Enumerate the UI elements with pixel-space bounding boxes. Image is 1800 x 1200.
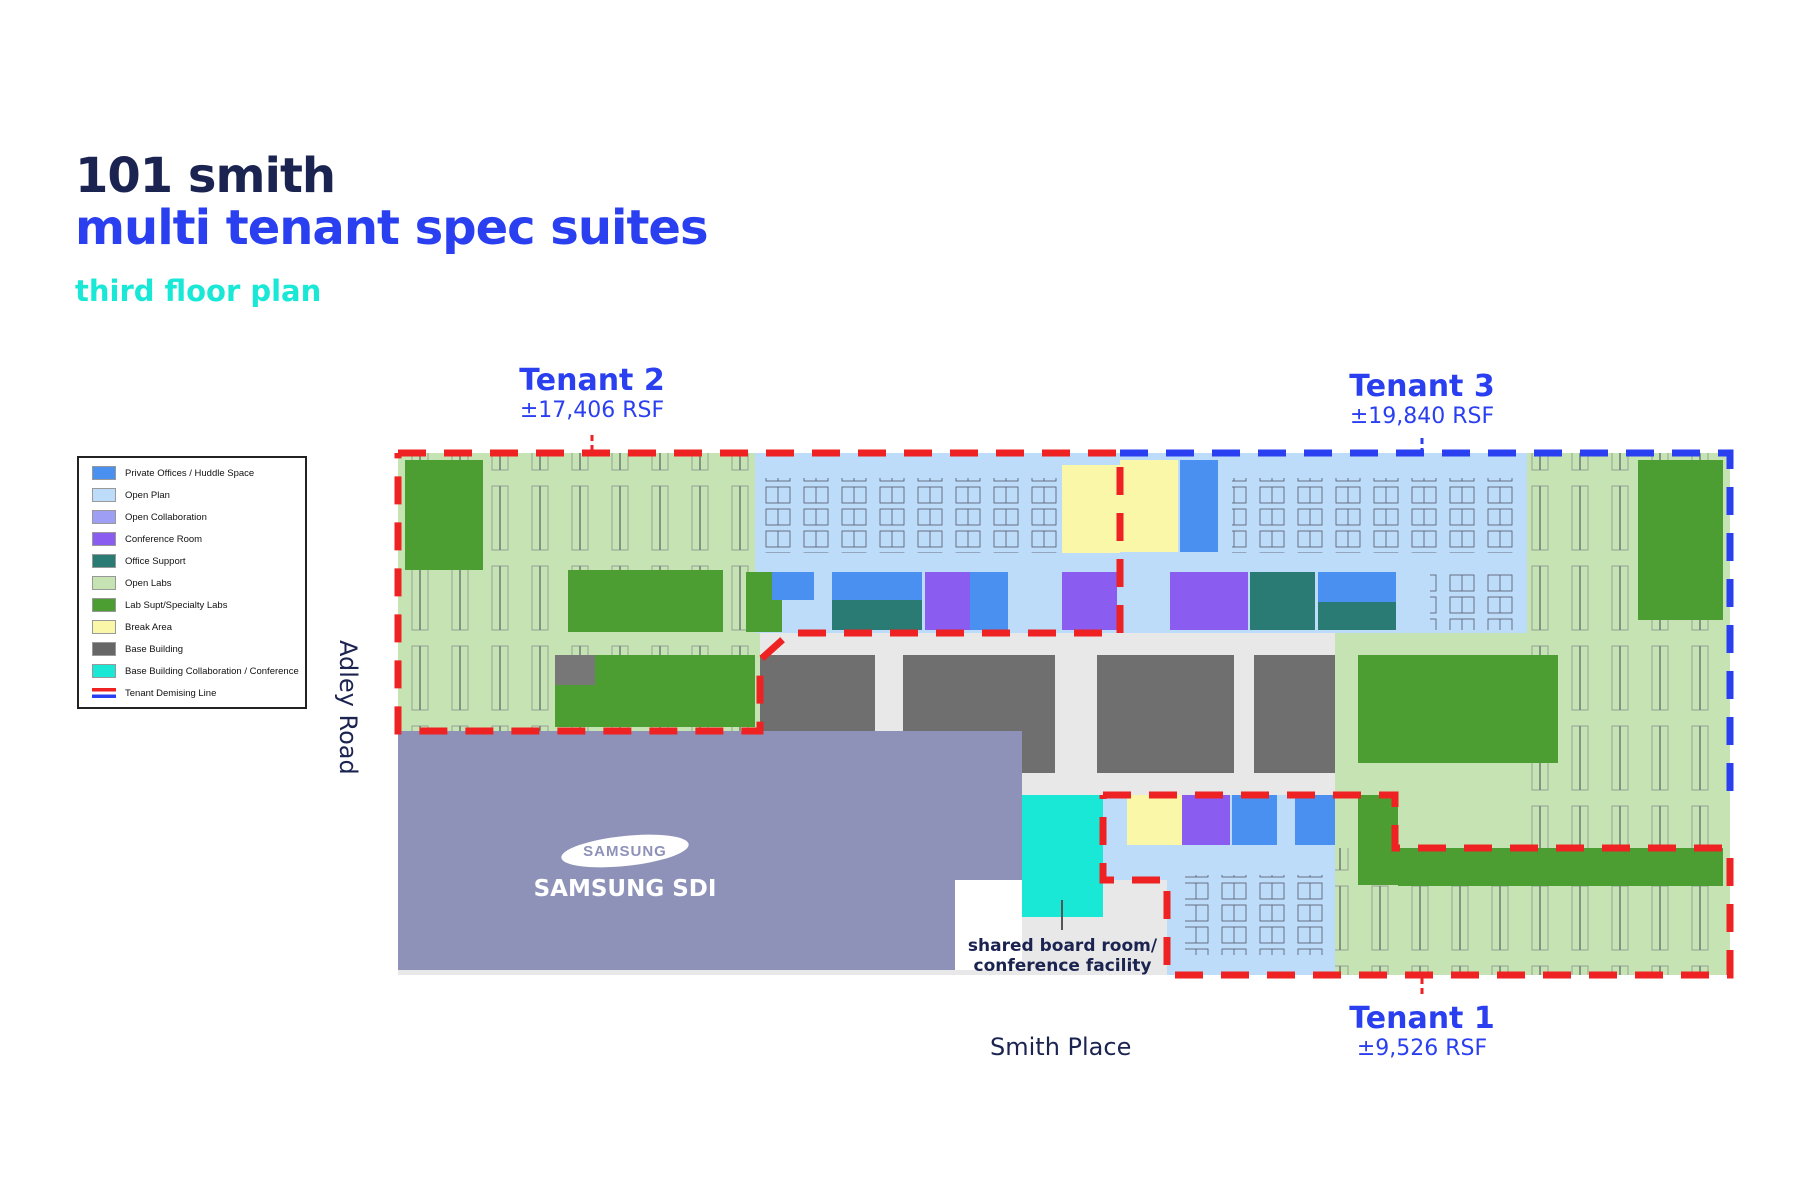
tenant1-specialty-lab	[1398, 848, 1723, 886]
shared-label-line2: conference facility	[973, 956, 1152, 976]
tenant-area: ±17,406 RSF	[519, 398, 665, 423]
suite-title: multi tenant spec suites	[75, 200, 709, 256]
legend-label: Office Support	[125, 555, 186, 567]
building-title: 101 smith	[75, 148, 336, 204]
shared-label-line1: shared board room/	[967, 936, 1158, 956]
swatch-base-building	[92, 642, 116, 656]
huddle-room	[1232, 795, 1277, 845]
legend-label: Tenant Demising Line	[125, 687, 217, 699]
tenant2-label: Tenant 2 ±17,406 RSF	[472, 364, 712, 424]
swatch-open-plan	[92, 488, 116, 502]
legend-label: Private Offices / Huddle Space	[125, 467, 255, 479]
huddle-room	[1180, 460, 1218, 552]
legend-item: Open Labs	[92, 572, 305, 594]
legend-label: Conference Room	[125, 533, 203, 545]
legend-label: Open Collaboration	[125, 511, 207, 523]
legend-label: Lab Supt/Specialty Labs	[125, 599, 228, 611]
svg-text:SAMSUNG: SAMSUNG	[583, 843, 667, 860]
tenant2-specialty-lab	[405, 460, 483, 570]
tenant-name: Tenant 2	[519, 363, 665, 398]
neighbor-name: SAMSUNG SDI	[533, 876, 717, 902]
conference-room	[925, 572, 970, 630]
swatch-demising-line	[92, 686, 116, 700]
tenant1-label: Tenant 1 ±9,526 RSF	[1302, 1002, 1542, 1062]
tenant3-demising-line	[1120, 449, 1734, 795]
samsung-logo: SAMSUNG	[561, 834, 689, 868]
conference-room	[1182, 795, 1230, 845]
legend-item: Conference Room	[92, 528, 305, 550]
break-area	[1120, 460, 1178, 552]
legend-item: Open Collaboration	[92, 506, 305, 528]
office-support	[1318, 602, 1396, 630]
base-building-core	[1254, 655, 1335, 773]
legend-item: Office Support	[92, 550, 305, 572]
street-label-south: Smith Place	[990, 1033, 1132, 1061]
conference-room	[1170, 572, 1248, 630]
office-support	[1250, 572, 1315, 630]
break-area	[1127, 795, 1182, 845]
break-area	[1062, 465, 1120, 553]
private-office	[832, 572, 922, 600]
shared-board-room	[1022, 795, 1103, 917]
base-building-core	[1097, 655, 1234, 773]
legend-item: Open Plan	[92, 484, 305, 506]
base-building-shaft	[555, 655, 595, 685]
legend-label: Base Building	[125, 643, 184, 655]
swatch-open-collaboration	[92, 510, 116, 524]
swatch-office-support	[92, 554, 116, 568]
tenant-area: ±9,526 RSF	[1356, 1036, 1488, 1061]
swatch-base-collab	[92, 664, 116, 678]
swatch-specialty-labs	[92, 598, 116, 612]
shared-board-room-label: shared board room/ conference facility	[950, 936, 1175, 976]
tenant2-specialty-lab	[568, 570, 723, 632]
legend-item: Lab Supt/Specialty Labs	[92, 594, 305, 616]
legend-item: Break Area	[92, 616, 305, 638]
huddle-room	[772, 572, 814, 600]
legend: Private Offices / Huddle Space Open Plan…	[77, 456, 307, 709]
huddle-room	[970, 572, 1008, 630]
legend-item: Base Building	[92, 638, 305, 660]
swatch-conference-room	[92, 532, 116, 546]
tenant3-specialty-lab	[1358, 655, 1558, 763]
workstations	[1430, 572, 1525, 630]
legend-item: Base Building Collaboration / Conference	[92, 660, 305, 682]
lab-support	[1358, 795, 1398, 885]
conference-room	[1062, 572, 1117, 630]
floor-subtitle: third floor plan	[75, 274, 322, 308]
private-office	[1318, 572, 1396, 602]
swatch-open-labs	[92, 576, 116, 590]
office-support	[832, 600, 922, 630]
tenant2-demising-line	[394, 449, 1124, 735]
notch	[955, 880, 1022, 970]
legend-label: Break Area	[125, 621, 172, 633]
samsung-sdi-space	[398, 731, 1022, 970]
tenant3-label: Tenant 3 ±19,840 RSF	[1302, 370, 1542, 430]
legend-label: Open Labs	[125, 577, 172, 589]
legend-label: Open Plan	[125, 489, 170, 501]
swatch-private-offices	[92, 466, 116, 480]
workstations	[1185, 875, 1325, 955]
swatch-break-area	[92, 620, 116, 634]
tenant3-specialty-lab	[1638, 460, 1723, 620]
workstations	[1232, 478, 1522, 553]
legend-item: Tenant Demising Line	[92, 682, 305, 704]
street-label-west: Adley Road	[334, 640, 362, 775]
tenant1-demising-line	[1099, 791, 1734, 979]
tenant-name: Tenant 1	[1349, 1001, 1495, 1036]
huddle-room	[1295, 795, 1335, 845]
tenant-area: ±19,840 RSF	[1349, 404, 1495, 429]
workstations	[765, 478, 1060, 553]
legend-item: Private Offices / Huddle Space	[92, 462, 305, 484]
legend-label: Base Building Collaboration / Conference	[125, 665, 299, 677]
tenant-name: Tenant 3	[1349, 369, 1495, 404]
